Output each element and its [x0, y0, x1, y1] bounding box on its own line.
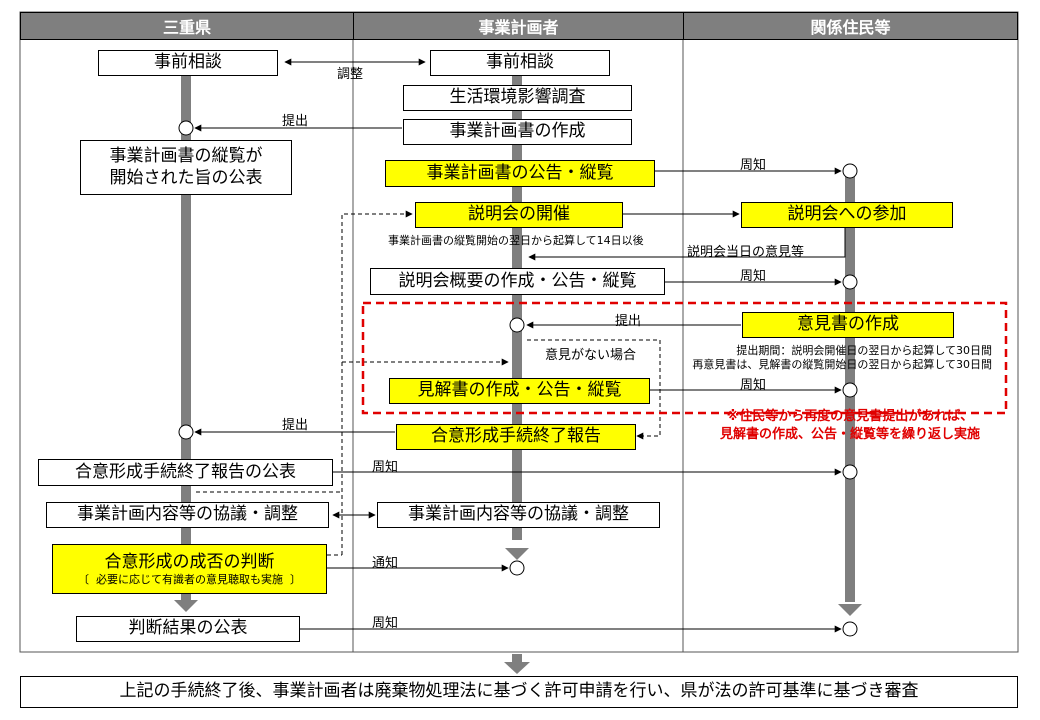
node-res-5: [842, 621, 858, 637]
track-planner: [512, 60, 522, 540]
box-pre-consult-planner: 事前相談: [430, 50, 610, 76]
pref-announce-line1: 事業計画書の縦覧が: [109, 146, 263, 167]
box-consensus-report: 合意形成手続終了報告: [396, 424, 636, 450]
node-res-3: [842, 382, 858, 398]
node-pref-2: [178, 424, 194, 440]
label-briefing-opinion: 説明会当日の意見等: [687, 245, 805, 260]
track-residents-arrowhead: [838, 604, 862, 616]
header-residents: 関係住民等: [683, 12, 1018, 40]
box-briefing-hold: 説明会の開催: [415, 202, 623, 228]
node-planner-1: [509, 317, 525, 333]
arrow-briefing-opinion: [528, 227, 846, 261]
box-pre-consult-pref: 事前相談: [98, 50, 278, 76]
label-notify-2: 周知: [740, 269, 767, 284]
label-notify-6: 周知: [372, 616, 399, 631]
label-submit-3: 提出: [282, 418, 309, 433]
box-pref-announce: 事業計画書の縦覧が 開始された旨の公表: [80, 140, 292, 195]
header-pref: 三重県: [20, 12, 354, 40]
label-opinion-period-2: 再意見書は、見解書の縦覧開始日の翌日から起算して30日間: [692, 358, 992, 371]
node-res-4: [842, 464, 858, 480]
box-briefing-summary: 説明会概要の作成・公告・縦覧: [370, 268, 665, 295]
box-result-publish: 判断結果の公表: [76, 616, 300, 642]
label-submit-1: 提出: [282, 114, 309, 129]
box-discussion-pref: 事業計画内容等の協議・調整: [46, 502, 329, 528]
box-discussion-planner: 事業計画内容等の協議・調整: [377, 502, 660, 528]
label-notify-1: 周知: [740, 158, 767, 173]
footer-arrowhead: [504, 662, 530, 674]
repeat-note-line2: 見解書の作成、公告・縦覧等を繰り返し実施: [719, 427, 980, 443]
header-planner: 事業計画者: [353, 12, 684, 40]
box-opinion-create: 意見書の作成: [742, 312, 954, 338]
dashed-loop-briefing: [341, 210, 413, 555]
node-planner-2: [509, 560, 525, 576]
track-planner-arrowhead: [505, 548, 529, 560]
node-res-2: [842, 274, 858, 290]
label-notify-4: 周知: [372, 460, 399, 475]
judge-sub-text: 必要に応じて有識者の意見聴取も実施: [96, 572, 283, 586]
repeat-region: [361, 301, 1008, 415]
pref-announce-line2: 開始された旨の公表: [109, 167, 263, 188]
label-adjust: 調整: [337, 67, 364, 82]
label-notify-5: 通知: [372, 556, 399, 571]
box-consensus-publish: 合意形成手続終了報告の公表: [38, 459, 333, 486]
box-judge: 合意形成の成否の判断 〔 必要に応じて有識者の意見聴取も実施 〕: [52, 544, 327, 594]
track-pref-arrowhead: [174, 600, 198, 612]
repeat-note-line1: ※住民等から再度の意見書提出があれば、: [726, 409, 974, 424]
box-view-create: 見解書の作成・公告・縦覧: [389, 378, 650, 404]
dashed-no-opinion: [527, 339, 661, 440]
box-briefing-attend: 説明会への参加: [741, 202, 953, 228]
judge-sub: 〔 必要に応じて有識者の意見聴取も実施 〕: [78, 572, 301, 586]
footer-summary: 上記の手続終了後、事業計画者は廃棄物処理法に基づく許可申請を行い、県が法の許可基…: [20, 676, 1018, 708]
footer-arrow-stem: [512, 654, 522, 664]
label-opinion-period-1: 提出期間：説明会開催日の翌日から起算して30日間: [736, 344, 992, 357]
node-res-1: [842, 163, 858, 179]
node-pref-1: [178, 120, 194, 136]
label-briefing-note: 事業計画書の縦覧開始の翌日から起算して14日以後: [388, 234, 644, 247]
box-plan-create: 事業計画書の作成: [403, 119, 632, 145]
box-plan-notice: 事業計画書の公告・縦覧: [385, 160, 655, 187]
label-no-opinion: 意見がない場合: [545, 348, 637, 363]
repeat-note: ※住民等から再度の意見書提出があれば、 見解書の作成、公告・縦覧等を繰り返し実施: [706, 408, 994, 444]
label-notify-3: 周知: [740, 378, 767, 393]
judge-title: 合意形成の成否の判断: [104, 551, 275, 572]
box-env-survey: 生活環境影響調査: [403, 85, 632, 111]
track-pref: [181, 60, 191, 600]
label-submit-2: 提出: [615, 314, 642, 329]
